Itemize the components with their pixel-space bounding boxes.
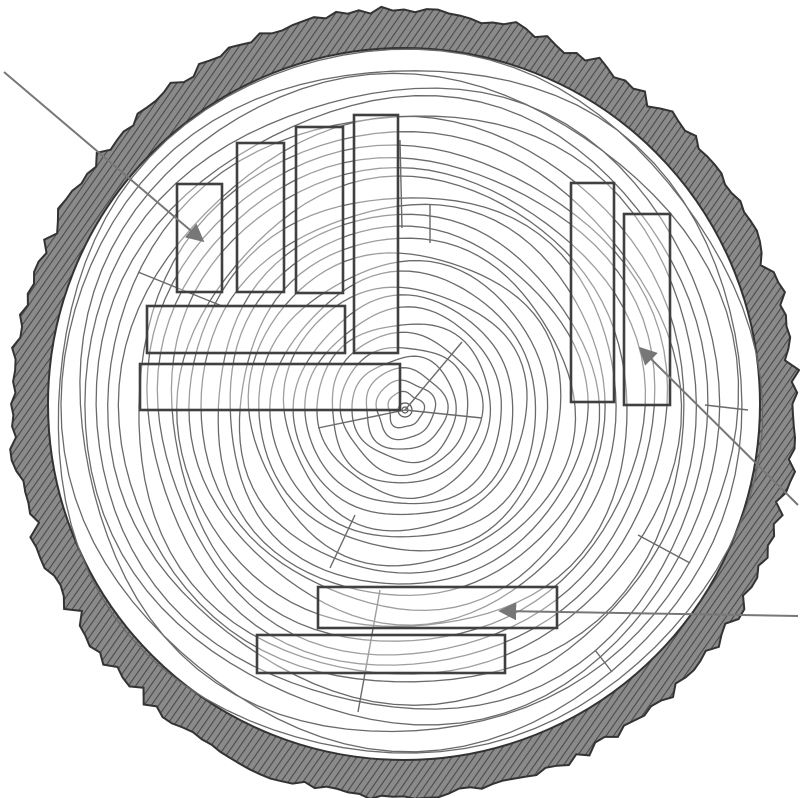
vertical-board-3 — [296, 127, 343, 293]
right-board-2 — [624, 214, 670, 405]
vertical-board-4 — [354, 115, 398, 353]
bottom-board-2 — [257, 635, 505, 673]
vertical-board-2 — [237, 143, 284, 292]
bottom-board-cluster — [257, 587, 557, 673]
horizontal-board-1 — [147, 306, 345, 353]
horizontal-board-2 — [140, 364, 400, 410]
right-board-1 — [571, 183, 614, 402]
bottom-board-1 — [318, 587, 557, 628]
right-board-cluster — [571, 183, 670, 405]
